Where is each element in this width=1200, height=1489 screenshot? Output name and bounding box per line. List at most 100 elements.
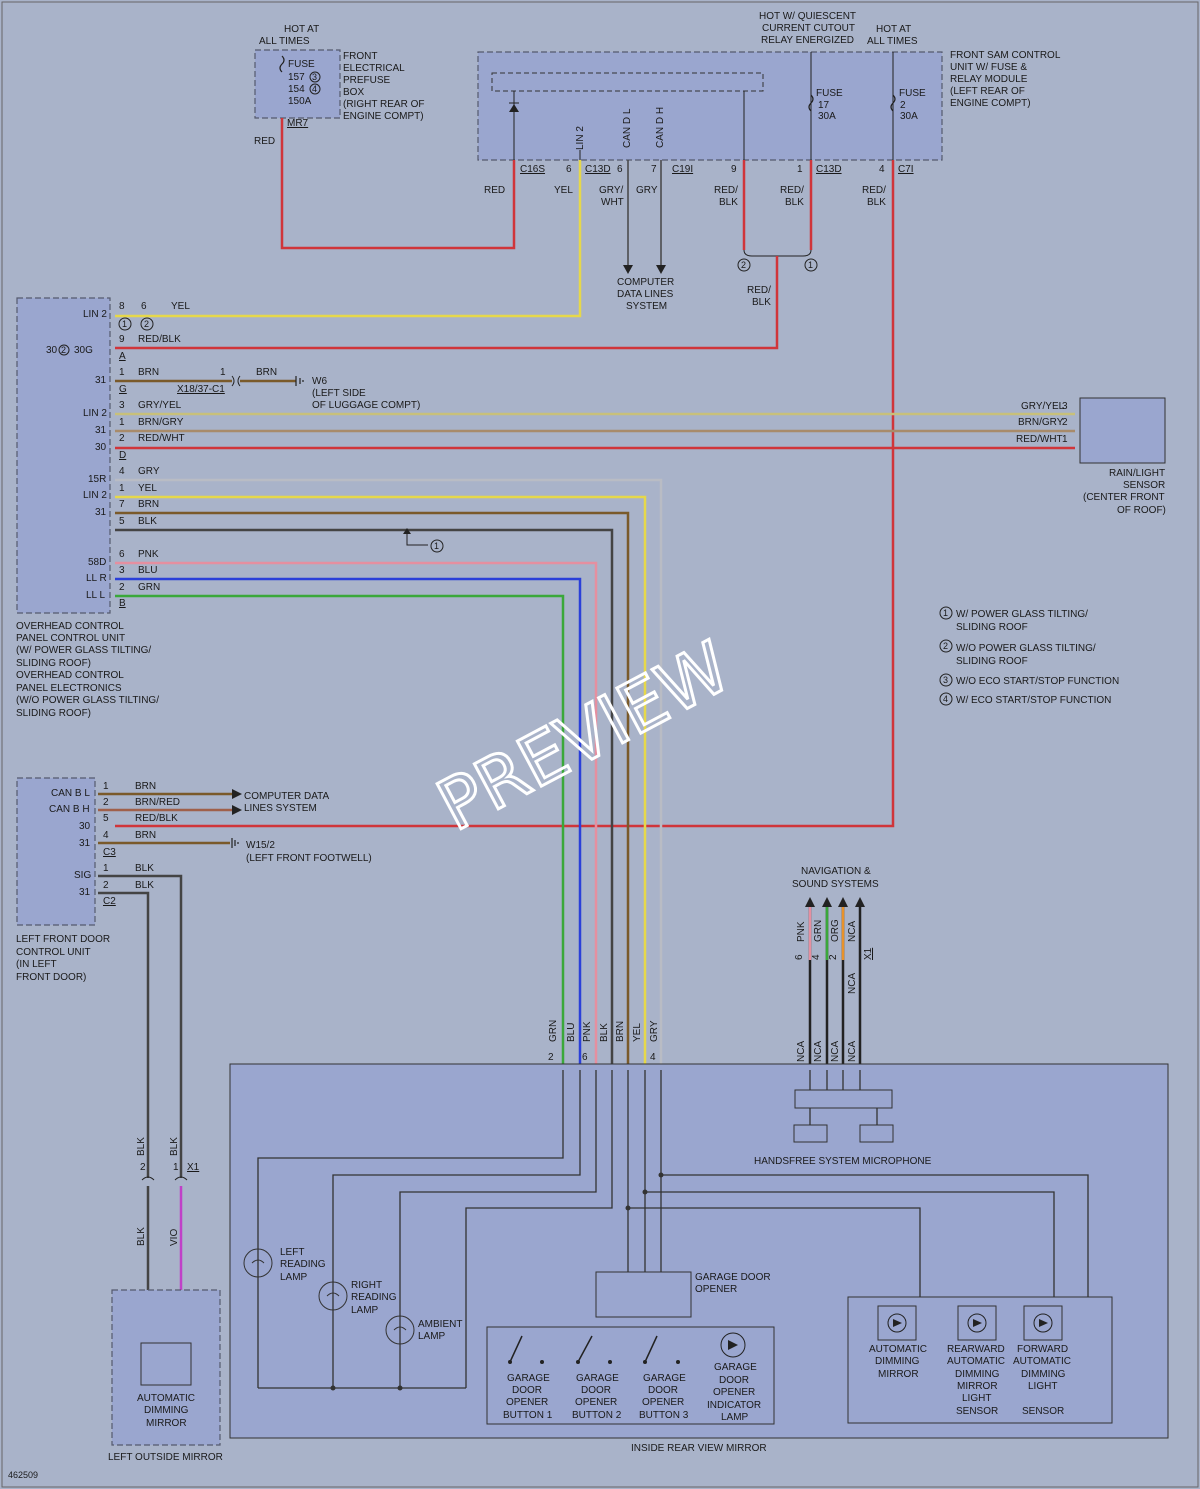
svg-text:CAN D L: CAN D L xyxy=(622,108,633,148)
svg-text:BRN: BRN xyxy=(135,830,156,841)
overhead-control-unit: LIN 2 30 2 30G 31 LIN 2 31 30 15R LIN 2 … xyxy=(16,297,420,719)
svg-text:SENSOR: SENSOR xyxy=(1022,1406,1064,1417)
svg-text:RED: RED xyxy=(254,136,275,147)
svg-text:(RIGHT REAR OF: (RIGHT REAR OF xyxy=(343,99,424,110)
svg-text:SLIDING ROOF: SLIDING ROOF xyxy=(956,622,1028,633)
svg-text:ENGINE COMPT): ENGINE COMPT) xyxy=(343,111,424,122)
svg-text:DOOR: DOOR xyxy=(648,1385,678,1396)
svg-text:C13D: C13D xyxy=(816,164,842,175)
svg-text:X1: X1 xyxy=(863,947,874,960)
svg-text:ORG: ORG xyxy=(830,919,841,942)
svg-text:SOUND SYSTEMS: SOUND SYSTEMS xyxy=(792,879,879,890)
svg-text:W/O ECO START/STOP FUNCTION: W/O ECO START/STOP FUNCTION xyxy=(956,676,1119,687)
svg-text:COMPUTER: COMPUTER xyxy=(617,277,674,288)
svg-text:2: 2 xyxy=(144,319,149,329)
svg-text:MR7: MR7 xyxy=(287,118,309,129)
svg-text:DIMMING: DIMMING xyxy=(875,1356,920,1367)
svg-text:DOOR: DOOR xyxy=(719,1375,749,1386)
svg-text:3: 3 xyxy=(119,400,125,411)
svg-text:SIG: SIG xyxy=(74,870,91,881)
svg-text:2: 2 xyxy=(900,100,906,111)
svg-text:157: 157 xyxy=(288,72,305,83)
svg-text:FUSE: FUSE xyxy=(899,88,926,99)
svg-text:C19I: C19I xyxy=(672,164,693,175)
svg-text:1: 1 xyxy=(434,541,439,551)
svg-text:3: 3 xyxy=(119,565,125,576)
svg-text:READING: READING xyxy=(280,1259,326,1270)
svg-text:3: 3 xyxy=(312,72,317,82)
svg-text:RELAY ENERGIZED: RELAY ENERGIZED xyxy=(761,35,854,46)
svg-text:BUTTON 3: BUTTON 3 xyxy=(639,1410,689,1421)
svg-text:7: 7 xyxy=(119,499,125,510)
svg-text:GRY/YEL: GRY/YEL xyxy=(138,400,182,411)
svg-text:HOT W/ QUIESCENT: HOT W/ QUIESCENT xyxy=(759,11,856,22)
svg-text:5: 5 xyxy=(103,813,109,824)
svg-text:RED/BLK: RED/BLK xyxy=(138,334,181,345)
svg-text:READING: READING xyxy=(351,1292,397,1303)
svg-text:30A: 30A xyxy=(900,111,918,122)
svg-text:PANEL ELECTRONICS: PANEL ELECTRONICS xyxy=(16,683,122,694)
svg-text:2: 2 xyxy=(103,797,109,808)
svg-text:BUTTON 1: BUTTON 1 xyxy=(503,1410,553,1421)
svg-text:GRN: GRN xyxy=(813,920,824,942)
svg-text:31: 31 xyxy=(95,425,107,436)
svg-text:OPENER: OPENER xyxy=(506,1397,548,1408)
svg-text:PNK: PNK xyxy=(138,549,159,560)
svg-text:(W/O POWER GLASS TILTING/: (W/O POWER GLASS TILTING/ xyxy=(16,695,159,706)
svg-text:NCA: NCA xyxy=(847,973,858,994)
svg-text:1: 1 xyxy=(119,483,125,494)
svg-text:NCA: NCA xyxy=(847,1041,858,1062)
diagram-id: 462509 xyxy=(8,1470,38,1480)
svg-text:FRONT SAM CONTROL: FRONT SAM CONTROL xyxy=(950,50,1061,61)
svg-text:NCA: NCA xyxy=(796,1041,807,1062)
svg-text:OF LUGGAGE COMPT): OF LUGGAGE COMPT) xyxy=(312,400,420,411)
svg-text:LIGHT: LIGHT xyxy=(1028,1381,1057,1392)
svg-text:LAMP: LAMP xyxy=(351,1305,379,1316)
svg-text:9: 9 xyxy=(731,164,737,175)
svg-text:OVERHEAD CONTROL: OVERHEAD CONTROL xyxy=(16,670,124,681)
svg-text:RED/: RED/ xyxy=(780,185,804,196)
svg-text:BRN/GRY: BRN/GRY xyxy=(1018,417,1064,428)
svg-text:RED/BLK: RED/BLK xyxy=(135,813,178,824)
svg-text:CAN D H: CAN D H xyxy=(655,107,666,148)
svg-text:NCA: NCA xyxy=(813,1041,824,1062)
svg-text:RIGHT: RIGHT xyxy=(351,1280,382,1291)
svg-text:UNIT W/ FUSE &: UNIT W/ FUSE & xyxy=(950,62,1027,73)
svg-text:6: 6 xyxy=(141,301,147,312)
svg-text:GRY: GRY xyxy=(138,466,160,477)
svg-text:2: 2 xyxy=(1062,417,1068,428)
svg-text:4: 4 xyxy=(879,164,885,175)
svg-text:SLIDING ROOF): SLIDING ROOF) xyxy=(16,658,91,669)
svg-text:FRONT: FRONT xyxy=(343,51,377,62)
left-outside-mirror: BLK BLK BLK VIO 2 1 X1 AUTOMATIC DIMMING… xyxy=(108,1137,223,1463)
svg-text:30: 30 xyxy=(79,821,91,832)
svg-text:2: 2 xyxy=(828,954,839,960)
svg-text:BLK: BLK xyxy=(719,197,738,208)
svg-text:BLK: BLK xyxy=(785,197,804,208)
svg-text:G: G xyxy=(119,384,127,395)
svg-text:2: 2 xyxy=(103,880,109,891)
svg-text:BRN: BRN xyxy=(615,1021,626,1042)
svg-text:W15/2: W15/2 xyxy=(246,840,275,851)
legend: 1 W/ POWER GLASS TILTING/ SLIDING ROOF 2… xyxy=(939,606,1119,706)
svg-text:GRN: GRN xyxy=(548,1020,559,1042)
svg-text:AUTOMATIC: AUTOMATIC xyxy=(1013,1356,1071,1367)
svg-text:17: 17 xyxy=(818,100,830,111)
svg-text:LINES SYSTEM: LINES SYSTEM xyxy=(244,803,317,814)
svg-text:WHT: WHT xyxy=(601,197,624,208)
svg-text:1: 1 xyxy=(943,608,948,618)
svg-text:COMPUTER DATA: COMPUTER DATA xyxy=(244,791,330,802)
svg-text:LL R: LL R xyxy=(86,573,107,584)
svg-text:31: 31 xyxy=(95,507,107,518)
svg-text:GRY/: GRY/ xyxy=(599,185,623,196)
svg-text:GARAGE: GARAGE xyxy=(643,1373,686,1384)
svg-text:154: 154 xyxy=(288,84,305,95)
svg-text:1: 1 xyxy=(173,1162,179,1173)
svg-text:GRY: GRY xyxy=(636,185,658,196)
overhead-wires xyxy=(115,375,1075,1064)
svg-text:W/O POWER GLASS TILTING/: W/O POWER GLASS TILTING/ xyxy=(956,643,1096,654)
svg-text:PREFUSE: PREFUSE xyxy=(343,75,391,86)
svg-text:BUTTON 2: BUTTON 2 xyxy=(572,1410,622,1421)
